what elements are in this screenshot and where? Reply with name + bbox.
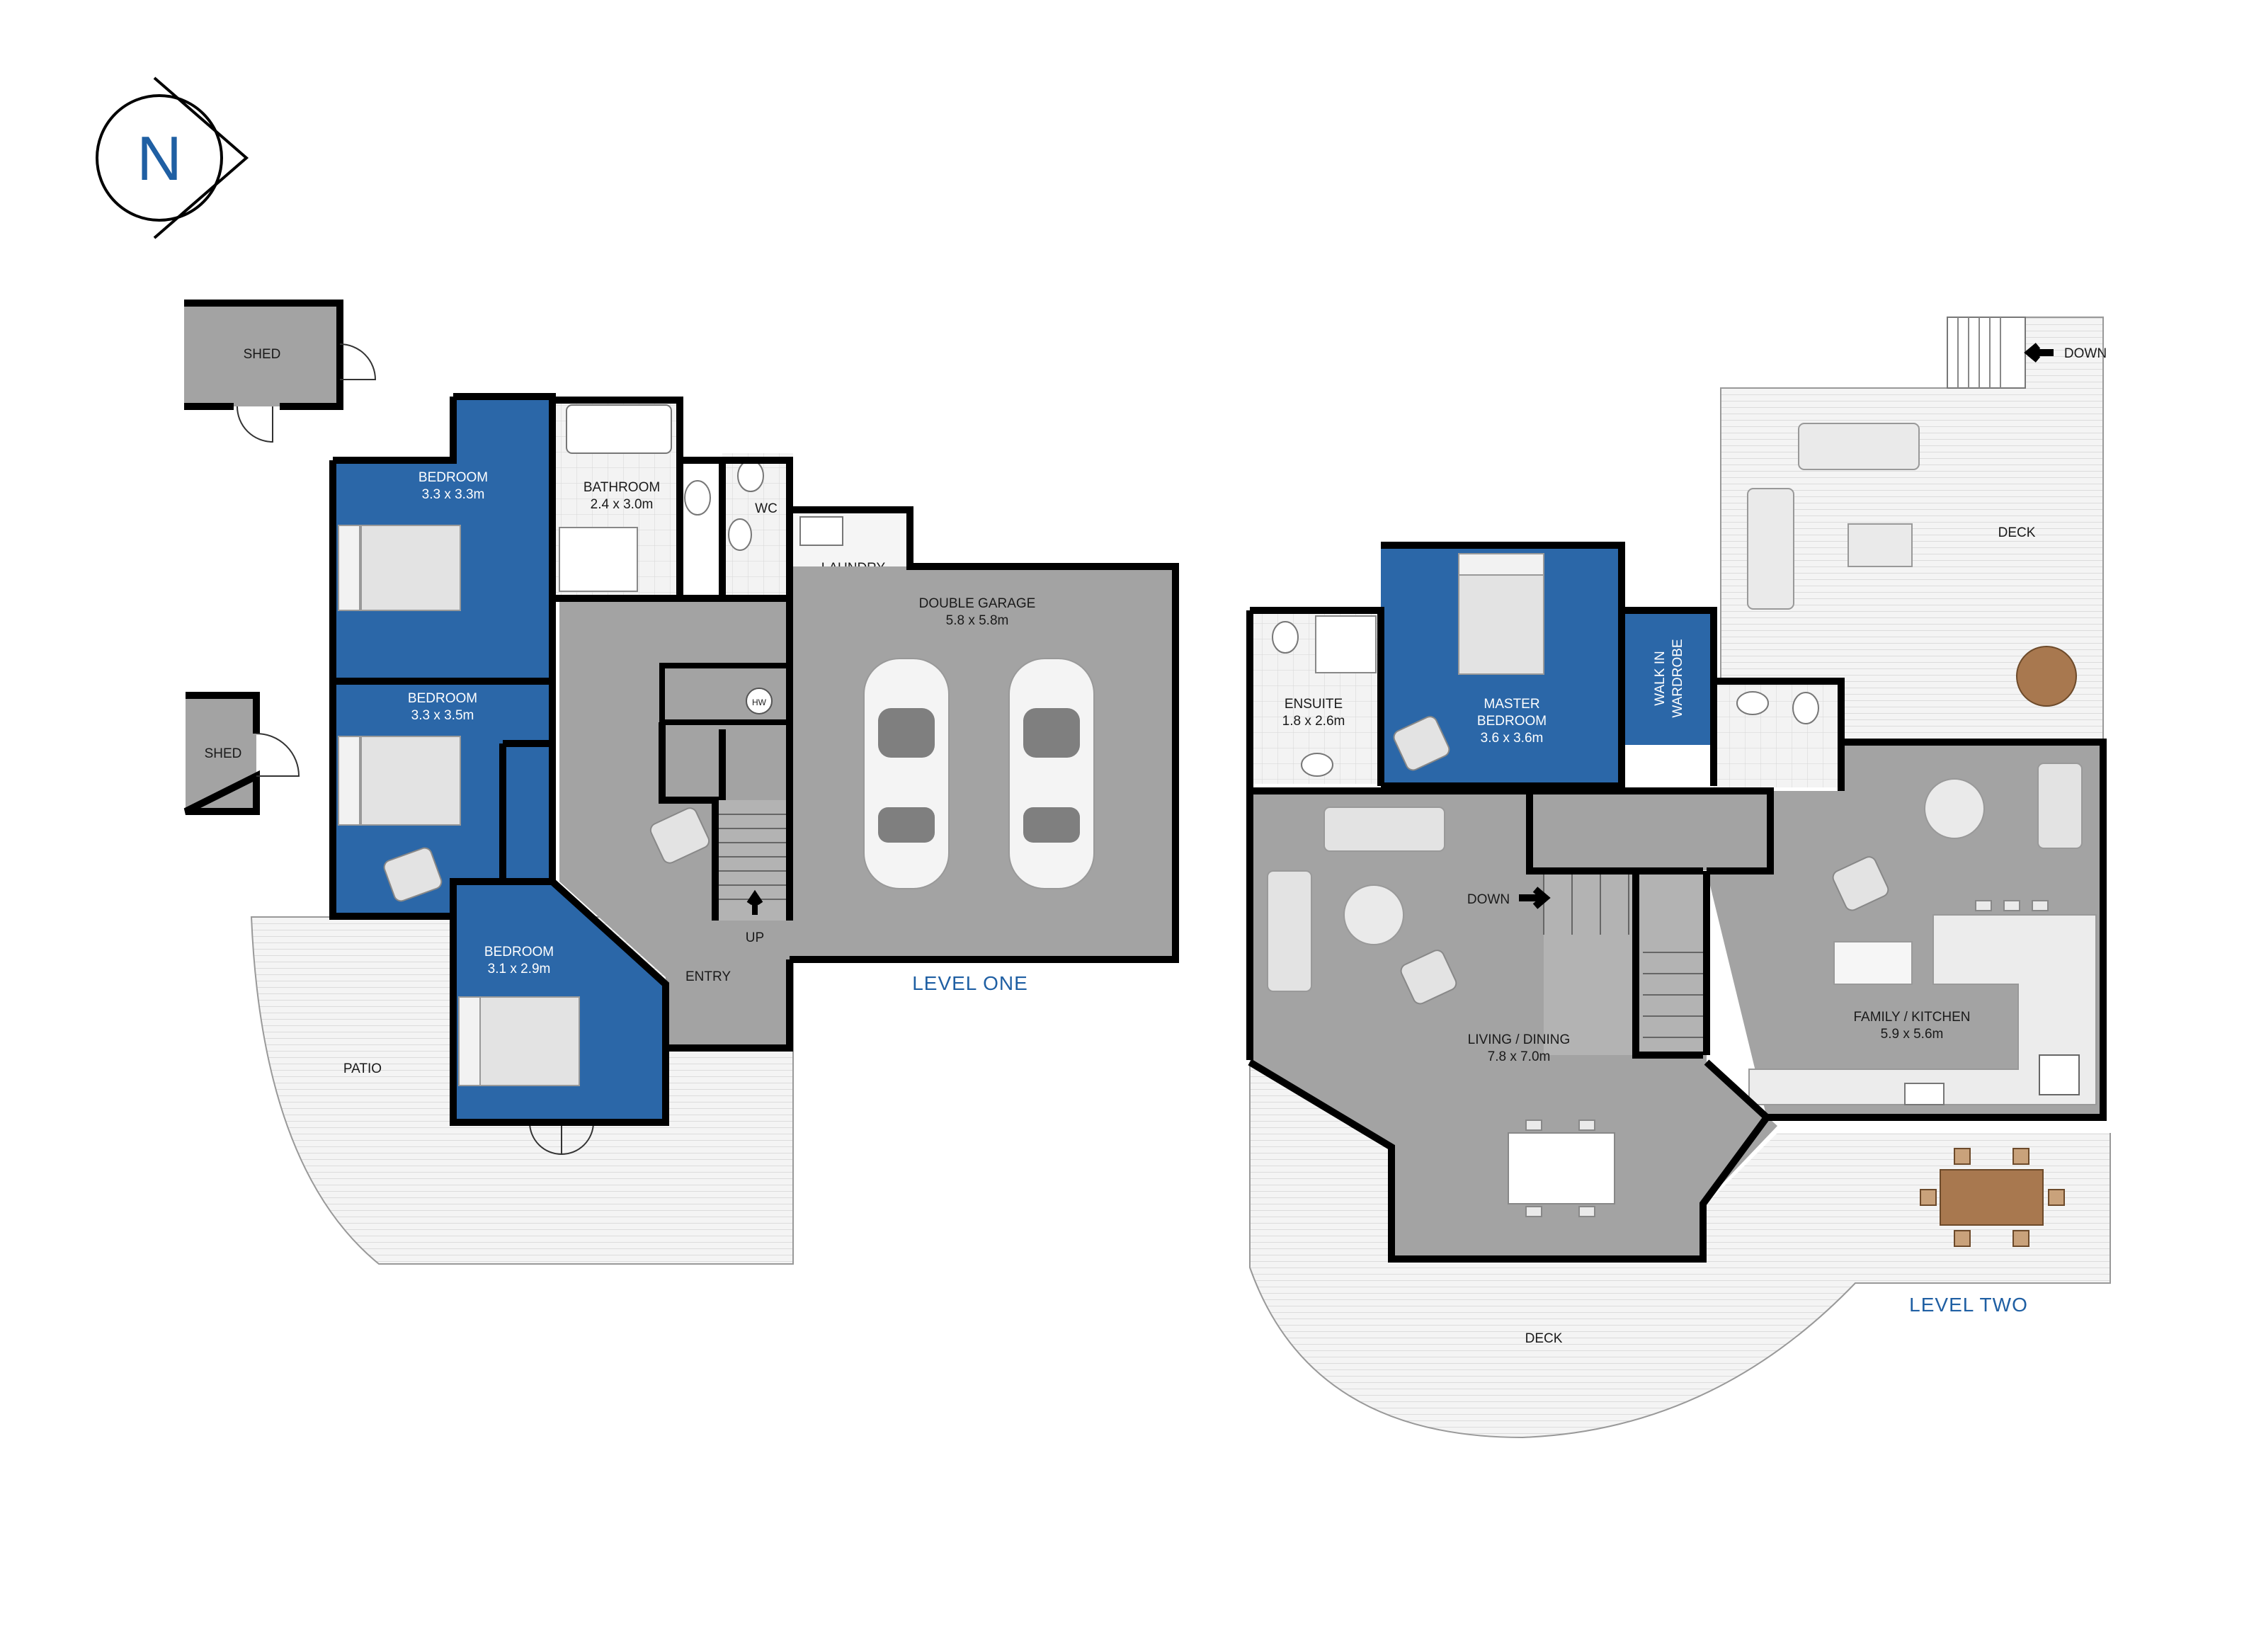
wc-label: WC bbox=[755, 501, 778, 516]
level-two-label: LEVEL TWO bbox=[1909, 1294, 2028, 1316]
shed-middle-label: SHED bbox=[205, 746, 242, 761]
deck-bottom: DECK bbox=[1249, 1062, 2111, 1439]
family-name: FAMILY / KITCHEN bbox=[1853, 1010, 1970, 1025]
bedroom-1-size: 3.3 x 3.3m bbox=[422, 487, 485, 502]
level-two-plan: DOWN DECK DECK bbox=[1246, 317, 2111, 1439]
living-dining: DOWN LIVING / DINING 7.8 x 7.0m bbox=[1250, 791, 1777, 1259]
level-one-plan: SHED SHED PATIO BEDROOM 3.3 x 3.3m bbox=[183, 300, 1179, 1265]
laundry: LAUNDRY bbox=[793, 510, 910, 576]
entry-hallway: HW UP ENTRY bbox=[559, 602, 792, 1048]
wardrobe-line-1: WALK IN bbox=[1653, 651, 1668, 705]
double-garage: DOUBLE GARAGE 5.8 x 5.8m bbox=[790, 566, 1175, 959]
wc: WC bbox=[722, 453, 793, 598]
hot-water-label: HW bbox=[752, 697, 767, 707]
bathroom: BATHROOM 2.4 x 3.0m bbox=[552, 397, 711, 598]
shed-top-label: SHED bbox=[244, 347, 281, 362]
deck-top: DOWN DECK bbox=[1720, 317, 2107, 742]
living-name: LIVING / DINING bbox=[1468, 1032, 1571, 1047]
bedroom-3-size: 3.1 x 2.9m bbox=[488, 962, 551, 976]
shed-top: SHED bbox=[184, 300, 377, 443]
walk-in-wardrobe: WALK IN WARDROBE bbox=[1622, 610, 1714, 745]
garage-size: 5.8 x 5.8m bbox=[946, 613, 1009, 628]
deck-stairs-down-label: DOWN bbox=[2064, 346, 2107, 361]
level-two-walls bbox=[1246, 542, 2107, 1263]
patio-label: PATIO bbox=[343, 1061, 382, 1076]
bathroom-size: 2.4 x 3.0m bbox=[591, 497, 654, 512]
bathroom-name: BATHROOM bbox=[583, 480, 660, 495]
master-size: 3.6 x 3.6m bbox=[1481, 731, 1544, 746]
ensuite: ENSUITE 1.8 x 2.6m bbox=[1250, 610, 1381, 784]
garage-name: DOUBLE GARAGE bbox=[919, 596, 1036, 611]
ensuite-name: ENSUITE bbox=[1285, 697, 1343, 712]
up-label: UP bbox=[746, 930, 764, 945]
ensuite-size: 1.8 x 2.6m bbox=[1282, 714, 1345, 729]
entry-label: ENTRY bbox=[685, 969, 731, 984]
bedroom-3-name: BEDROOM bbox=[484, 945, 554, 959]
bedroom-2-name: BEDROOM bbox=[408, 691, 477, 706]
deck-bottom-label: DECK bbox=[1525, 1331, 1563, 1346]
car-right-icon bbox=[1008, 658, 1095, 889]
stairs-down-label: DOWN bbox=[1467, 892, 1510, 907]
living-size: 7.8 x 7.0m bbox=[1488, 1049, 1551, 1064]
level-one-label: LEVEL ONE bbox=[912, 972, 1028, 994]
compass-letter: N bbox=[137, 123, 182, 193]
master-bedroom: MASTER BEDROOM 3.6 x 3.6m bbox=[1381, 545, 1622, 786]
bedroom-1-name: BEDROOM bbox=[419, 470, 488, 485]
family-size: 5.9 x 5.6m bbox=[1881, 1027, 1944, 1042]
bedroom-3: BEDROOM 3.1 x 2.9m bbox=[453, 882, 666, 1156]
bedroom-2: BEDROOM 3.3 x 3.5m bbox=[333, 681, 552, 916]
master-line-1: MASTER bbox=[1484, 697, 1539, 712]
powder-room bbox=[1714, 681, 1841, 787]
car-left-icon bbox=[863, 658, 950, 889]
family-kitchen: FAMILY / KITCHEN 5.9 x 5.6m bbox=[1707, 742, 2103, 1117]
bedroom-1: BEDROOM 3.3 x 3.3m bbox=[333, 397, 552, 681]
bedroom-2-size: 3.3 x 3.5m bbox=[411, 708, 474, 723]
north-compass-icon: N bbox=[96, 76, 249, 239]
deck-top-label: DECK bbox=[1998, 525, 2036, 540]
wardrobe-line-2: WARDROBE bbox=[1670, 639, 1685, 717]
master-line-2: BEDROOM bbox=[1477, 714, 1547, 729]
shed-middle: SHED bbox=[183, 692, 300, 815]
level-one-walls bbox=[329, 393, 1179, 1126]
